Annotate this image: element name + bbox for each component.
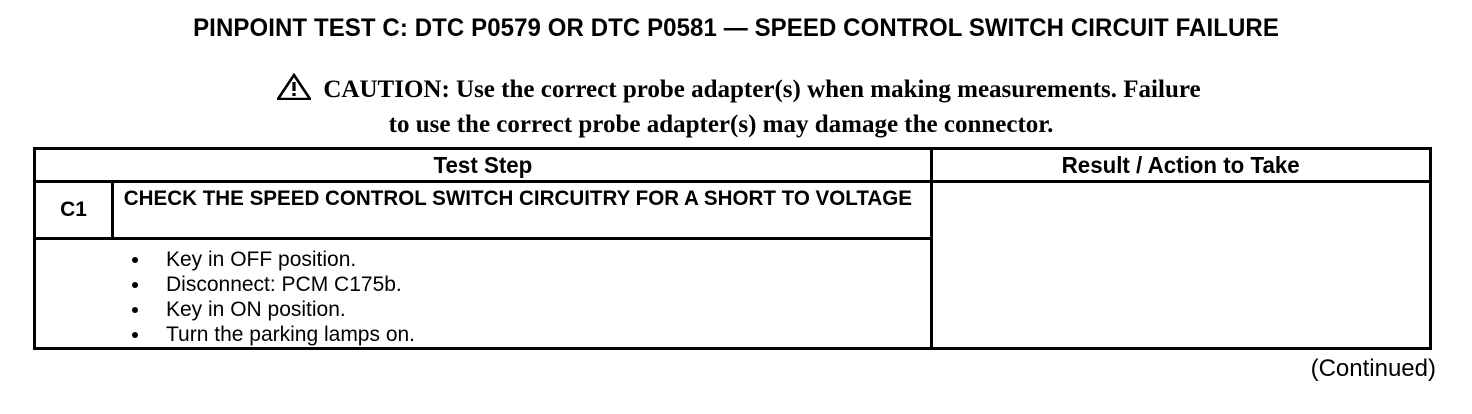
- caution-line-1: CAUTION: Use the correct probe adapter(s…: [0, 72, 1472, 109]
- pinpoint-test-table: Test Step C1 CHECK THE SPEED CONTROL SWI…: [33, 147, 1432, 350]
- header-result-action: Result / Action to Take: [933, 150, 1429, 183]
- list-item: Key in ON position.: [36, 297, 930, 322]
- result-action-column: Result / Action to Take: [933, 150, 1429, 347]
- caution-text-line-1: CAUTION: Use the correct probe adapter(s…: [323, 76, 1201, 103]
- table-row: C1 CHECK THE SPEED CONTROL SWITCH CIRCUI…: [36, 183, 930, 240]
- step-actions-c1: Key in OFF position. Disconnect: PCM C17…: [36, 240, 930, 347]
- list-item: Key in OFF position.: [36, 247, 930, 272]
- list-item: Disconnect: PCM C175b.: [36, 272, 930, 297]
- caution-text-line-2: to use the correct probe adapter(s) may …: [388, 111, 1054, 138]
- header-test-step-label: Test Step: [433, 151, 533, 178]
- header-test-step: Test Step: [36, 150, 930, 183]
- step-id-c1: C1: [36, 183, 114, 237]
- action-bullet-list: Key in OFF position. Disconnect: PCM C17…: [36, 247, 930, 347]
- step-title-c1: CHECK THE SPEED CONTROL SWITCH CIRCUITRY…: [123, 187, 912, 210]
- warning-triangle-icon: [275, 72, 313, 109]
- list-item: Turn the parking lamps on.: [36, 322, 930, 347]
- continued-label: (Continued): [1310, 355, 1436, 382]
- caution-block: CAUTION: Use the correct probe adapter(s…: [0, 72, 1472, 141]
- header-result-action-label: Result / Action to Take: [1061, 151, 1301, 178]
- page-title: PINPOINT TEST C: DTC P0579 OR DTC P0581 …: [193, 14, 1279, 42]
- test-step-column: Test Step C1 CHECK THE SPEED CONTROL SWI…: [36, 150, 933, 347]
